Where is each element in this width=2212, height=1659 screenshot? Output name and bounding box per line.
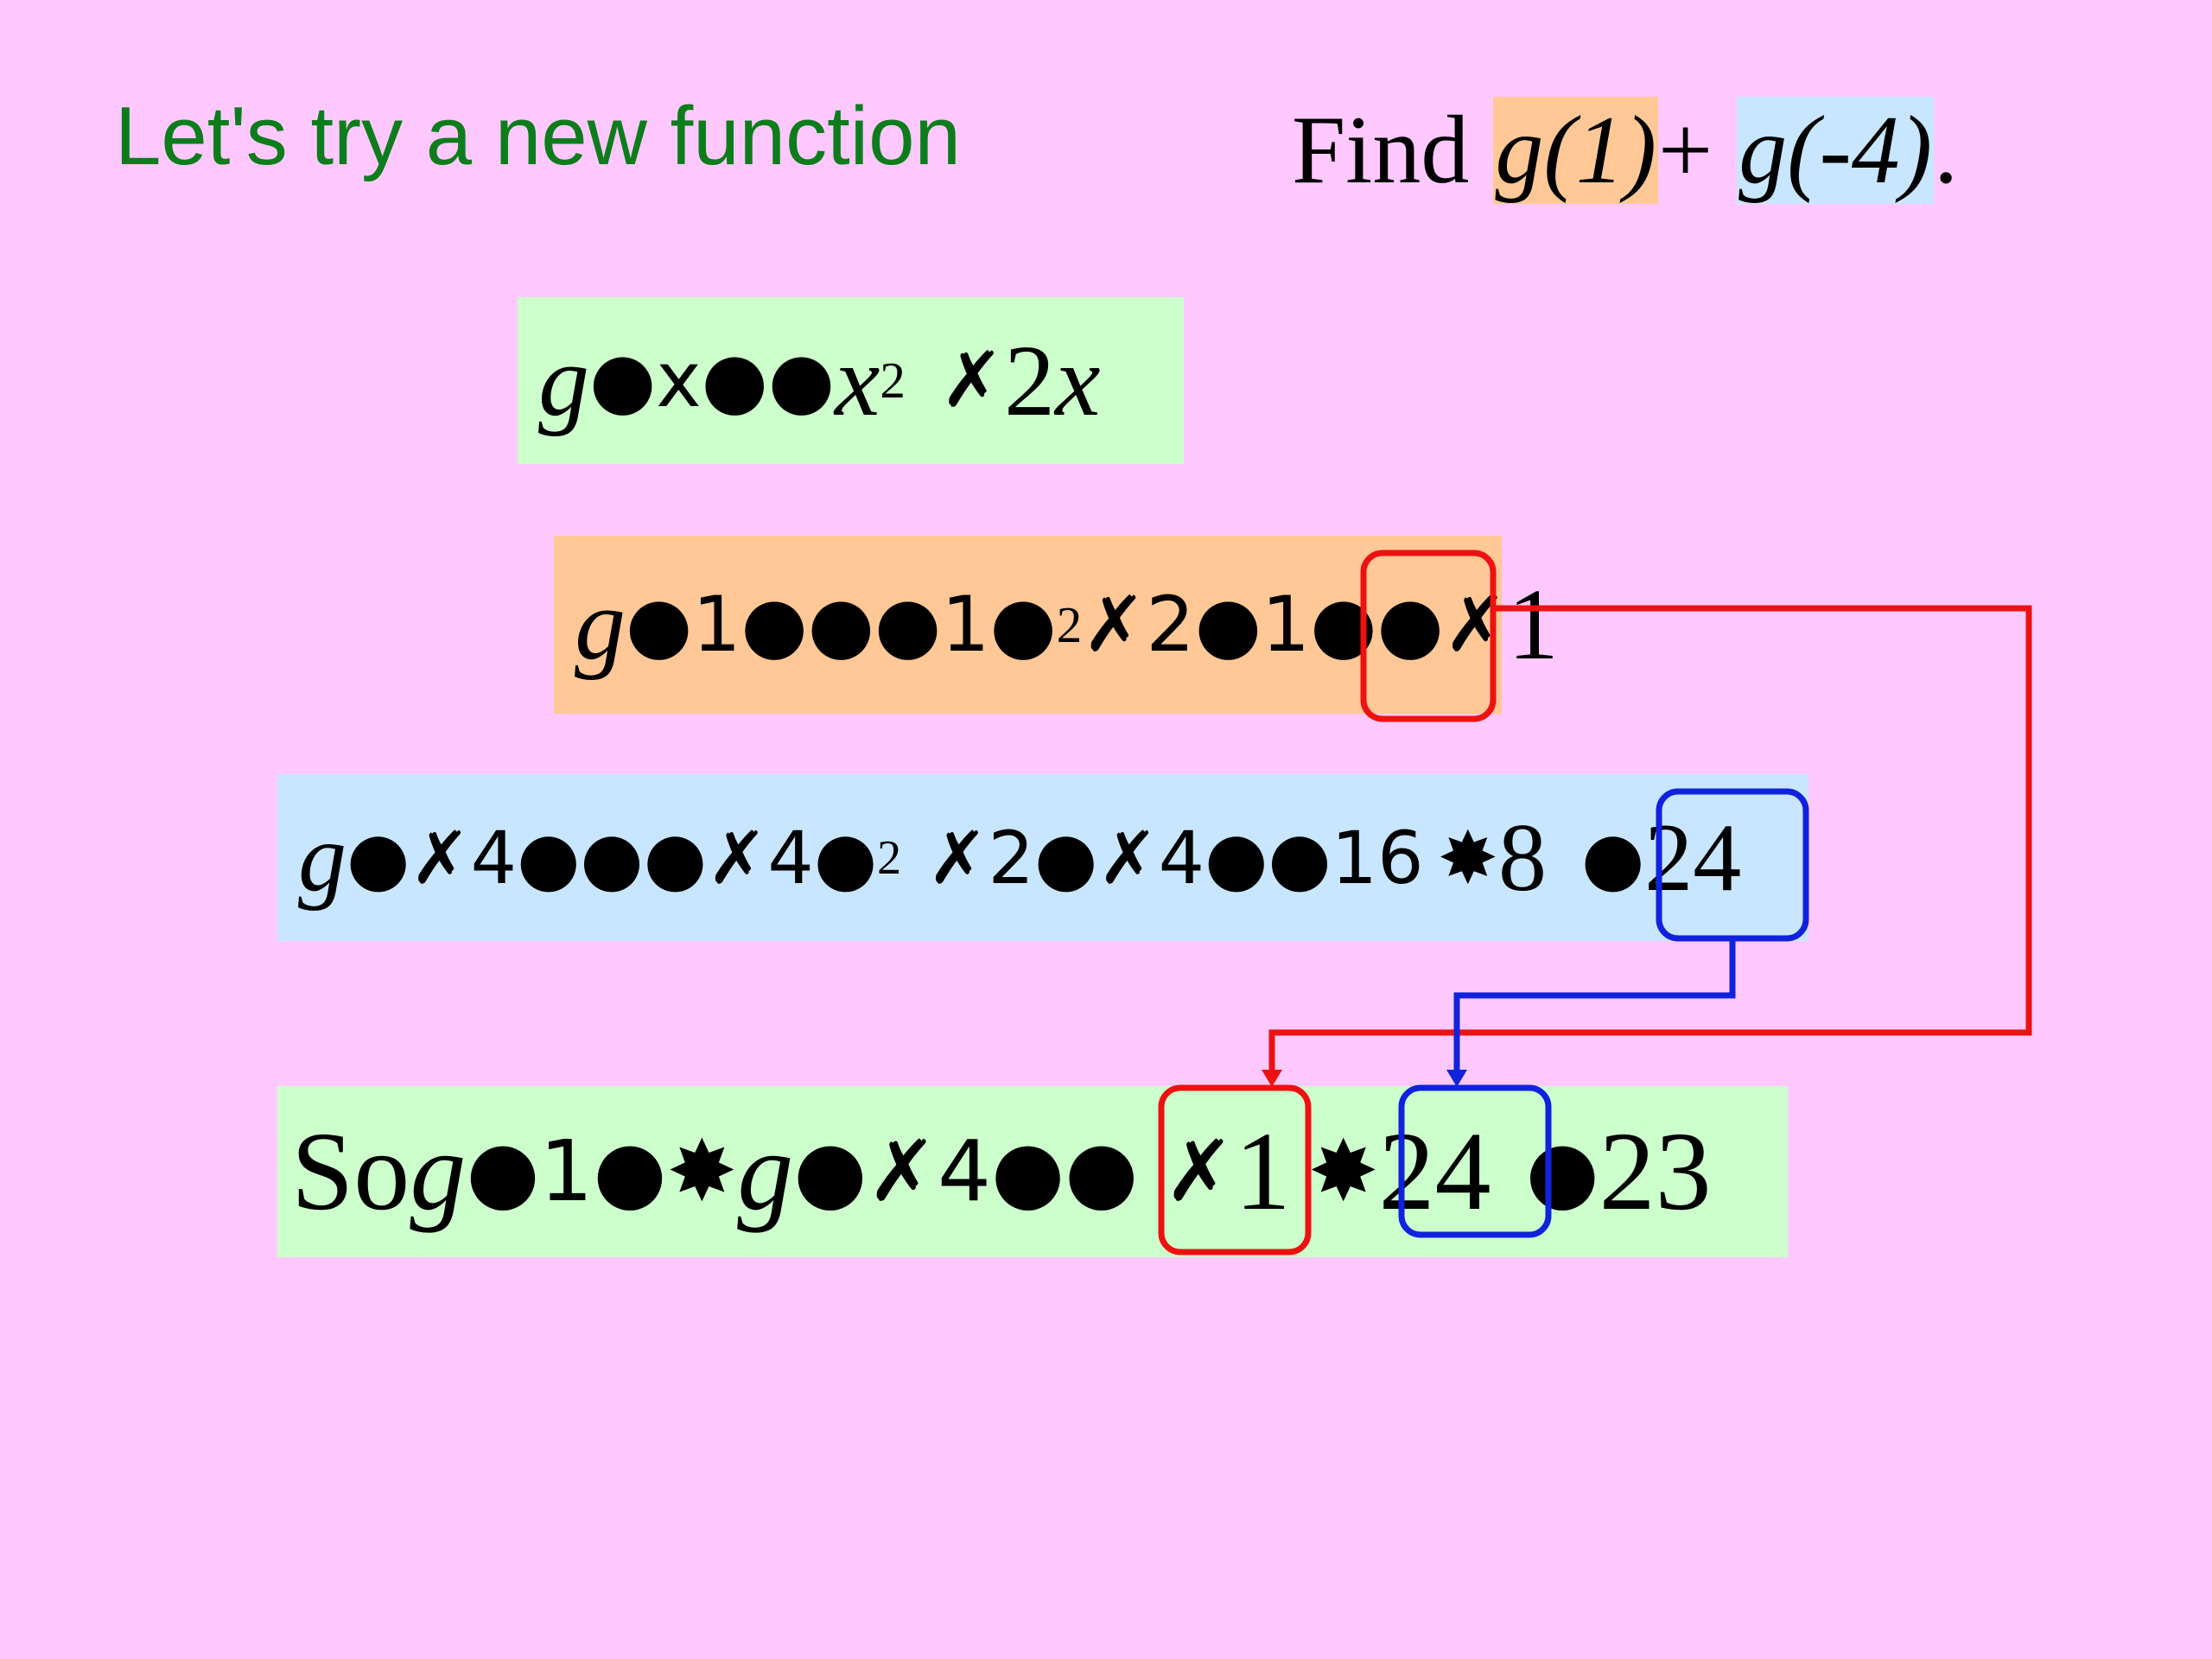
garbled-part2: ●✗4●● [793,1122,1139,1221]
result-glyph: ● [1580,815,1645,900]
blue-arrow [1453,938,1736,1071]
function-definition-box: g ●x●● x 2 ✗ 2 x [518,297,1184,464]
result-glyph: ✗ [1443,579,1508,669]
coefficient: 2 [1004,323,1056,437]
plus-sign: + [1658,97,1738,204]
garbled-glyph-mid: ✸ [1437,815,1498,900]
term-g-4-highlight: g(-4) [1737,97,1935,204]
boxed1-value: 1 [1234,1109,1291,1234]
period: . [1934,97,1959,204]
result-value: 1 [1507,568,1559,681]
eq-glyph: ● [1525,1122,1599,1221]
conclusion-box: So g ●1●✸ g ●✗4●● ✗ 1 ✸ 24 ● 23 [277,1086,1788,1257]
value-8: 8 [1497,804,1547,912]
blue-arrowhead [1446,1070,1467,1087]
var-x-2: x [1055,323,1101,437]
boxed1-glyph: ✗ [1164,1122,1235,1221]
exponent: 2 [880,352,906,409]
red-arrowhead [1262,1070,1282,1087]
garbled-rhs: ✗2●1●● [1082,579,1444,669]
eval-g-4-box: g ●✗4●●●✗4● 2 ✗2●✗4●●16 ✸ 8 ● 24 [277,774,1808,941]
garbled-glyphs: ●x●● [589,335,836,425]
garbled-part1: ●1●✸ [466,1122,738,1221]
answer-value: 23 [1599,1109,1712,1234]
term-g1-highlight: g(1) [1493,97,1658,204]
blue-box-g-4-result [1656,788,1809,942]
boxed2-value: 24 [1378,1109,1491,1234]
find-label: Find [1292,97,1494,204]
red-arrow [1268,605,2032,1071]
slide-title: Let's try a new function [115,90,961,182]
exponent: 2 [1056,595,1083,653]
garbled-lhs: ●1●●●1● [626,579,1057,669]
garbled-lhs: ●✗4●●●✗4● [346,815,878,900]
exponent: 2 [877,830,902,885]
blue-box-conclusion [1398,1084,1552,1238]
red-box-g1-result [1360,550,1497,722]
so-label: So [291,1109,410,1234]
red-box-conclusion [1158,1084,1312,1255]
fn-name: g [298,804,346,912]
fn-name: g [538,323,589,437]
task-statement: Find g(1)+ g(-4). [1292,97,1958,204]
garbled-glyph-minus: ✗ [939,335,1005,425]
garbled-rhs: ✗2●✗4●●16 [927,815,1424,900]
fn-name: g [575,568,626,681]
eval-g1-box: g ●1●●●1● 2 ✗2●1●● ✗ 1 [554,536,1559,714]
fn-name: g [410,1109,467,1234]
mid-glyph: ✸ [1307,1122,1379,1221]
var-x: x [835,323,880,437]
fn-name-2: g [737,1109,794,1234]
